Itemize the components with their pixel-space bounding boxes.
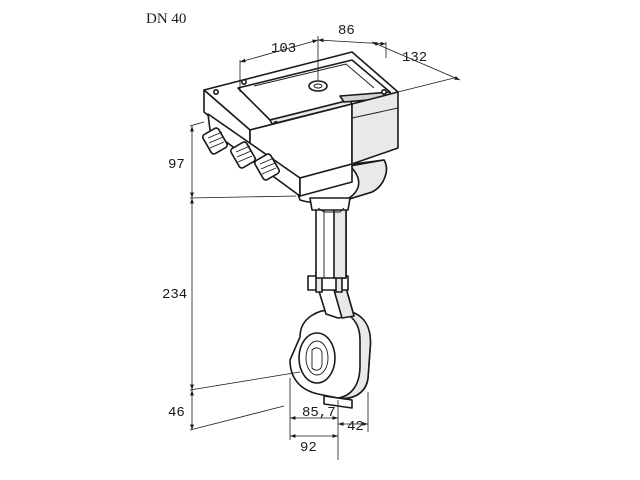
dim-body-width: 42: [347, 419, 364, 435]
wafer-body: [289, 309, 372, 409]
dim-bore: 85,7: [302, 405, 336, 421]
cable-gland: [254, 153, 280, 181]
neck-connector: [307, 271, 355, 319]
cable-gland: [230, 141, 256, 169]
flowmeter-drawing: [202, 51, 399, 409]
dim-neck-length: 234: [162, 287, 187, 303]
dimension-lines: 103 86 132 97 234 46 85,7 42 92: [162, 23, 461, 460]
cable-gland: [202, 127, 228, 155]
dim-head-width: 103: [271, 41, 296, 57]
dim-head-depth: 86: [338, 23, 355, 39]
dim-head-height: 97: [168, 157, 185, 173]
drawing-title: DN 40: [146, 11, 186, 27]
dim-flange-width: 92: [300, 440, 317, 456]
sensor-tube: [315, 205, 347, 279]
dim-head-total: 132: [402, 50, 427, 66]
electronics-head: [202, 51, 399, 197]
dim-bottom-offset: 46: [168, 405, 185, 421]
